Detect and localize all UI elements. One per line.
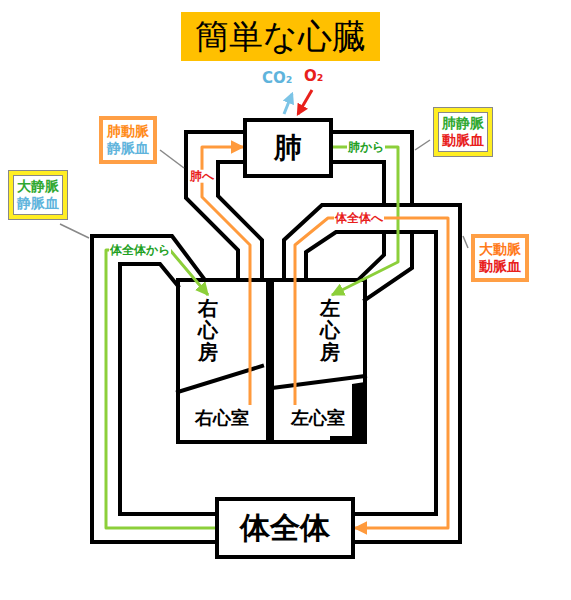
node-text: 静脈血 [17, 195, 59, 212]
left-heart-wall [272, 280, 365, 442]
o2-arrow [298, 90, 312, 114]
flow-arrow [106, 250, 215, 528]
left-valve [272, 376, 365, 388]
node-text: 右心室 [195, 407, 249, 429]
node-text: 体全体 [240, 510, 330, 546]
pulmonary-vein-wall [358, 234, 384, 280]
vessel-callout: 大動脈動脈血 [471, 234, 529, 282]
vessel-callout: 肺動脈静脈血 [99, 116, 157, 164]
flow-label: 肺から [347, 141, 385, 154]
heart-chamber: 左心房 [317, 295, 343, 365]
flow-arrow [202, 147, 250, 405]
node-text: 大静脈 [17, 178, 59, 195]
flow-arrow [332, 147, 398, 295]
node-text: 動脈血 [442, 132, 484, 149]
pulmonary-artery-wall [186, 132, 243, 280]
node-text: 肺静脈 [442, 115, 484, 132]
leader-line [415, 140, 430, 150]
title-banner: 簡単な心臓 [181, 12, 380, 61]
heart-chamber: 右心房 [195, 295, 221, 365]
organ-box: 肺 [243, 118, 333, 178]
gas-label: O₂ [304, 68, 323, 85]
node-text: 動脈血 [479, 258, 521, 275]
pulmonary-vein-wall [333, 132, 412, 203]
node-text: 左心房 [320, 297, 340, 363]
heart-chamber: 左心室 [288, 405, 348, 431]
aorta-wall [284, 205, 460, 542]
leader-line [160, 150, 184, 168]
leader-line [463, 236, 468, 248]
vessel-callout: 肺静脈動脈血 [434, 108, 492, 156]
node-text: 大動脈 [479, 241, 521, 258]
node-text: 静脈血 [107, 140, 149, 157]
co2-arrow [284, 94, 292, 114]
flow-arrow [295, 218, 448, 528]
flow-label: 肺へ [189, 170, 215, 183]
heart-chamber: 右心室 [192, 405, 252, 431]
right-heart-wall [178, 280, 268, 442]
vena-cava-wall [92, 236, 215, 542]
node-text: 左心室 [291, 407, 345, 429]
organ-box: 体全体 [215, 497, 355, 559]
node-text: 右心房 [198, 297, 218, 363]
pulmonary-vein-wall [333, 162, 384, 203]
gas-label: CO₂ [262, 70, 292, 87]
flow-label: 体全体から [109, 244, 171, 257]
node-text: 肺動脈 [107, 123, 149, 140]
vessel-callout: 大静脈静脈血 [9, 171, 67, 219]
node-text: 肺 [274, 131, 302, 165]
flow-label: 体全体へ [334, 212, 384, 225]
leader-line [60, 224, 89, 238]
